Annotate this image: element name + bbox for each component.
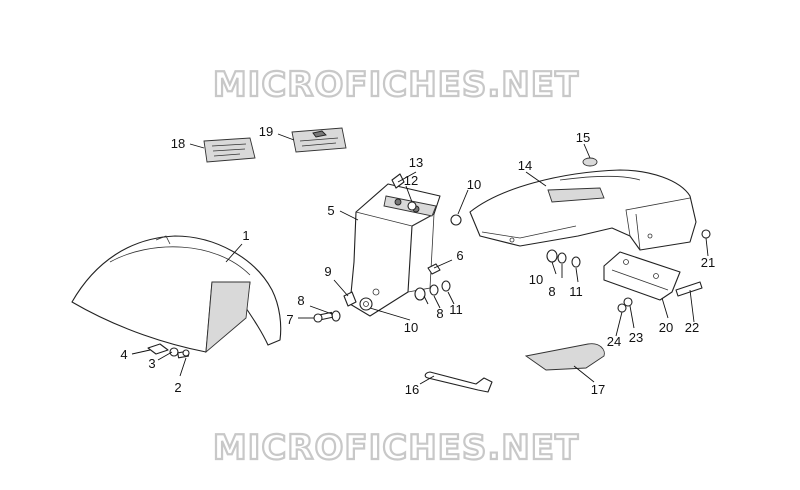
watermark-bottom: MICROFICHES.NET (213, 428, 579, 468)
nut-10-upper (450, 214, 462, 226)
washer-8-mid (429, 284, 439, 296)
callout-11-mid: 11 (449, 302, 463, 317)
callout-4: 4 (120, 347, 127, 362)
washer-10-mid (414, 287, 426, 301)
callout-21: 21 (701, 255, 715, 270)
screw-2 (177, 349, 190, 359)
tool-pouch-17 (524, 343, 605, 371)
callout-12: 12 (404, 173, 418, 188)
rear-fender-14 (469, 169, 697, 251)
callout-23: 23 (629, 330, 643, 345)
stay-13 (391, 173, 405, 189)
bracket-4 (147, 343, 169, 355)
leader-lines (131, 133, 709, 385)
callout-14: 14 (518, 158, 532, 173)
callout-16: 16 (405, 382, 419, 397)
callout-20: 20 (659, 320, 673, 335)
washer-3 (169, 347, 179, 357)
callout-10-upper: 10 (467, 177, 481, 192)
callout-17: 17 (591, 382, 605, 397)
callout-10-right: 10 (529, 272, 543, 287)
washer-12 (407, 201, 417, 211)
callout-9: 9 (324, 264, 331, 279)
decal-18 (203, 137, 256, 163)
rod-22 (675, 281, 703, 297)
callout-24: 24 (607, 334, 621, 349)
screw-7 (313, 311, 333, 323)
nut-24 (617, 303, 627, 313)
callout-1: 1 (242, 228, 249, 243)
washer-23 (623, 297, 633, 307)
decal-19 (291, 127, 347, 153)
callout-15: 15 (576, 130, 590, 145)
callout-5: 5 (327, 203, 334, 218)
rear-hugger-5 (349, 183, 441, 317)
callout-11-right: 11 (569, 284, 583, 299)
screw-21 (701, 229, 711, 239)
callout-19: 19 (259, 124, 273, 139)
front-fender (71, 235, 282, 354)
watermark-top: MICROFICHES.NET (213, 65, 579, 105)
callout-7: 7 (286, 312, 293, 327)
callout-10-lower: 10 (404, 320, 418, 335)
callout-6: 6 (456, 248, 463, 263)
callout-13: 13 (409, 155, 423, 170)
callout-18: 18 (171, 136, 185, 151)
callout-labels: 1 2 3 4 5 6 7 8 9 10 8 11 12 13 10 14 15… (120, 124, 715, 397)
grommet-15 (582, 157, 598, 167)
callout-8-left: 8 (297, 293, 304, 308)
callout-22: 22 (685, 320, 699, 335)
washer-10-right (546, 249, 558, 263)
callout-2: 2 (174, 380, 181, 395)
callout-8-mid: 8 (436, 306, 443, 321)
nut-11-right (571, 256, 581, 268)
tool-16 (424, 371, 493, 393)
washer-8-left (331, 310, 341, 322)
nut-10-hugger (359, 297, 373, 311)
callout-8-right: 8 (548, 284, 555, 299)
plate-bracket-20 (603, 251, 681, 301)
bolt-6 (427, 263, 441, 275)
callout-3: 3 (148, 356, 155, 371)
nut-11-mid (441, 280, 451, 292)
washer-8-right (557, 252, 567, 264)
